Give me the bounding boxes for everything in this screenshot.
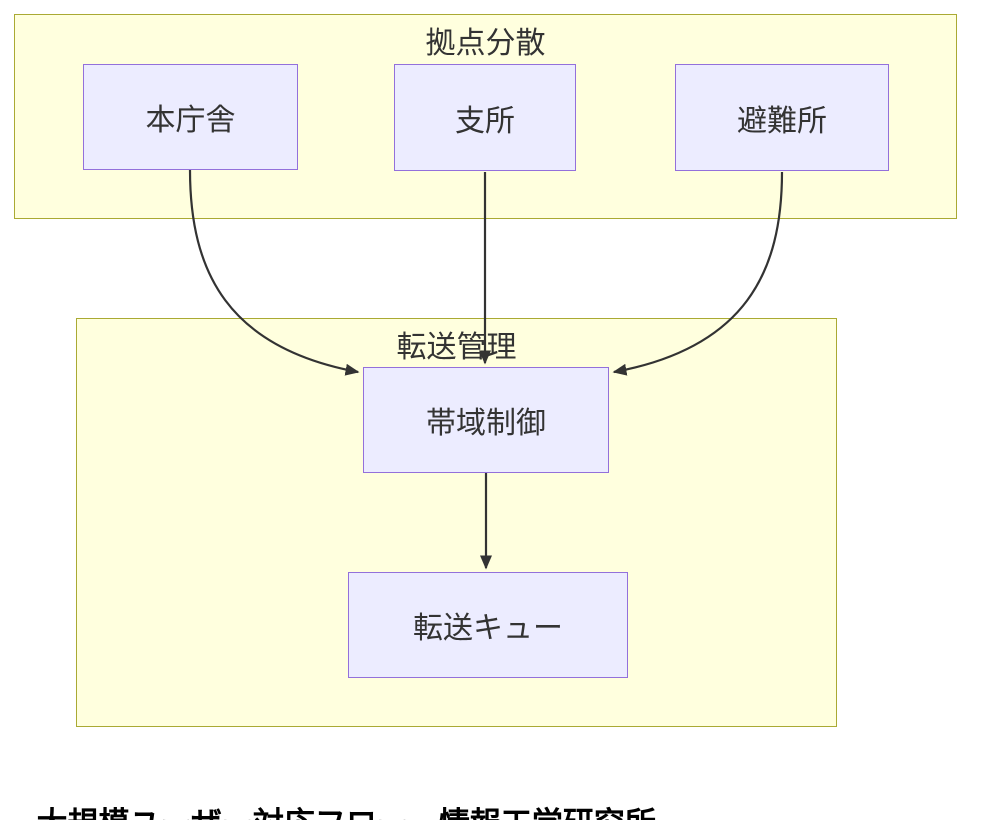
node-main-office: 本庁舎 bbox=[83, 64, 298, 170]
edge-shelter-to-bandwidth-control bbox=[612, 171, 784, 376]
diagram-caption-text: 大規模ユーザー対応フロー 情報工学研究所 bbox=[36, 798, 655, 820]
node-branch-office-label: 支所 bbox=[455, 104, 515, 138]
edge-main-office-to-bandwidth-control bbox=[188, 169, 360, 376]
node-transfer-queue-label: 転送キュー bbox=[413, 612, 563, 645]
node-bandwidth-control-label: 帯域制御 bbox=[426, 407, 546, 440]
node-main-office-label: 本庁舎 bbox=[145, 104, 236, 137]
node-bandwidth-control: 帯域制御 bbox=[363, 367, 609, 473]
node-transfer-queue: 転送キュー bbox=[348, 572, 628, 678]
node-shelter-label: 避難所 bbox=[737, 104, 827, 138]
node-branch-office: 支所 bbox=[394, 64, 576, 171]
diagram-caption: 大規模ユーザー対応フロー 情報工学研究所 bbox=[2, 762, 655, 820]
node-shelter: 避難所 bbox=[675, 64, 889, 171]
